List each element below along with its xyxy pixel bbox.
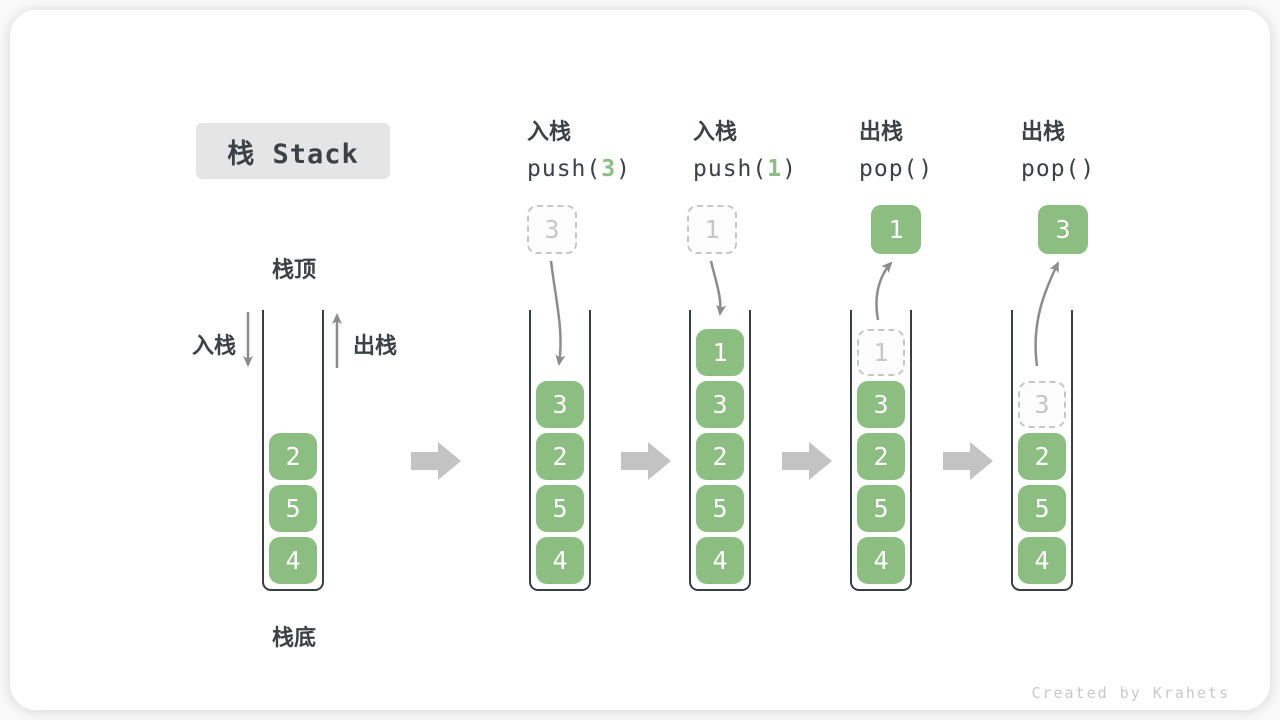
op-label-pop-3: 出栈 pop() [1021,114,1095,188]
op-cn-label: 入栈 [693,120,738,145]
popped-element-box: 3 [1038,205,1088,254]
stack-cell: 3 [696,381,744,428]
code-prefix: pop() [1021,156,1096,182]
code-arg: 1 [767,156,783,182]
code-prefix: pop() [859,156,934,182]
stack-container-after-push-1: 1 3 2 5 4 [689,310,751,591]
stack-cell: 2 [536,433,584,480]
stack-container-after-pop-3: 3 2 5 4 [1011,310,1073,591]
stack-cell: 2 [857,433,905,480]
op-code-label: push(1) [693,151,797,188]
watermark: Created by Krahets [1031,684,1230,702]
pop-side-label: 出栈 [353,334,398,359]
op-label-pop-1: 出栈 pop() [859,114,933,188]
op-code-label: pop() [1021,151,1095,188]
step-arrow-icon [782,442,832,480]
stack-cell: 5 [536,485,584,532]
op-label-push-1: 入栈 push(1) [693,114,797,188]
step-arrow-icon [621,442,671,480]
op-code-label: push(3) [527,151,631,188]
op-cn-label: 入栈 [527,120,572,145]
incoming-element-box: 3 [527,205,577,254]
stack-cell: 4 [1018,537,1066,584]
stack-container-after-push-3: 3 2 5 4 [529,310,591,591]
push-side-label: 入栈 [192,334,237,359]
op-cn-label: 出栈 [859,120,904,145]
step-arrow-icon [411,442,461,480]
stack-cell-ghost: 1 [857,329,905,376]
stack-cell: 4 [269,537,317,584]
op-code-label: pop() [859,151,933,188]
push-1-arrow-icon [709,260,727,316]
title-badge: 栈 Stack [196,123,390,179]
stack-cell: 4 [857,537,905,584]
stack-cell: 3 [857,381,905,428]
stack-cell: 2 [1018,433,1066,480]
op-cn-label: 出栈 [1021,120,1066,145]
stack-cell: 2 [696,433,744,480]
op-label-push-3: 入栈 push(3) [527,114,631,188]
incoming-element-box: 1 [687,205,737,254]
stack-cell: 4 [696,537,744,584]
stack-cell: 5 [696,485,744,532]
stack-cell-ghost: 3 [1018,381,1066,428]
step-arrow-icon [943,442,993,480]
page-title: 栈 Stack [227,138,359,170]
stack-container-after-pop-1: 1 3 2 5 4 [850,310,912,591]
code-suffix: ) [782,156,797,182]
stack-cell: 5 [269,485,317,532]
stack-cell: 5 [857,485,905,532]
popped-element-box: 1 [871,205,921,254]
stack-cell: 2 [269,433,317,480]
stack-cell: 1 [696,329,744,376]
stack-bottom-label: 栈底 [271,626,316,651]
code-prefix: push( [527,156,602,182]
code-suffix: ) [616,156,631,182]
stack-cell: 5 [1018,485,1066,532]
stack-top-label: 栈顶 [271,258,316,283]
code-prefix: push( [693,156,768,182]
diagram-card: 栈 Stack 栈顶 栈底 入栈 出栈 入栈 push(3) 入栈 push(1… [10,10,1270,710]
code-arg: 3 [601,156,617,182]
stack-container-initial: 2 5 4 [262,310,324,591]
stack-cell: 3 [536,381,584,428]
stack-cell: 4 [536,537,584,584]
